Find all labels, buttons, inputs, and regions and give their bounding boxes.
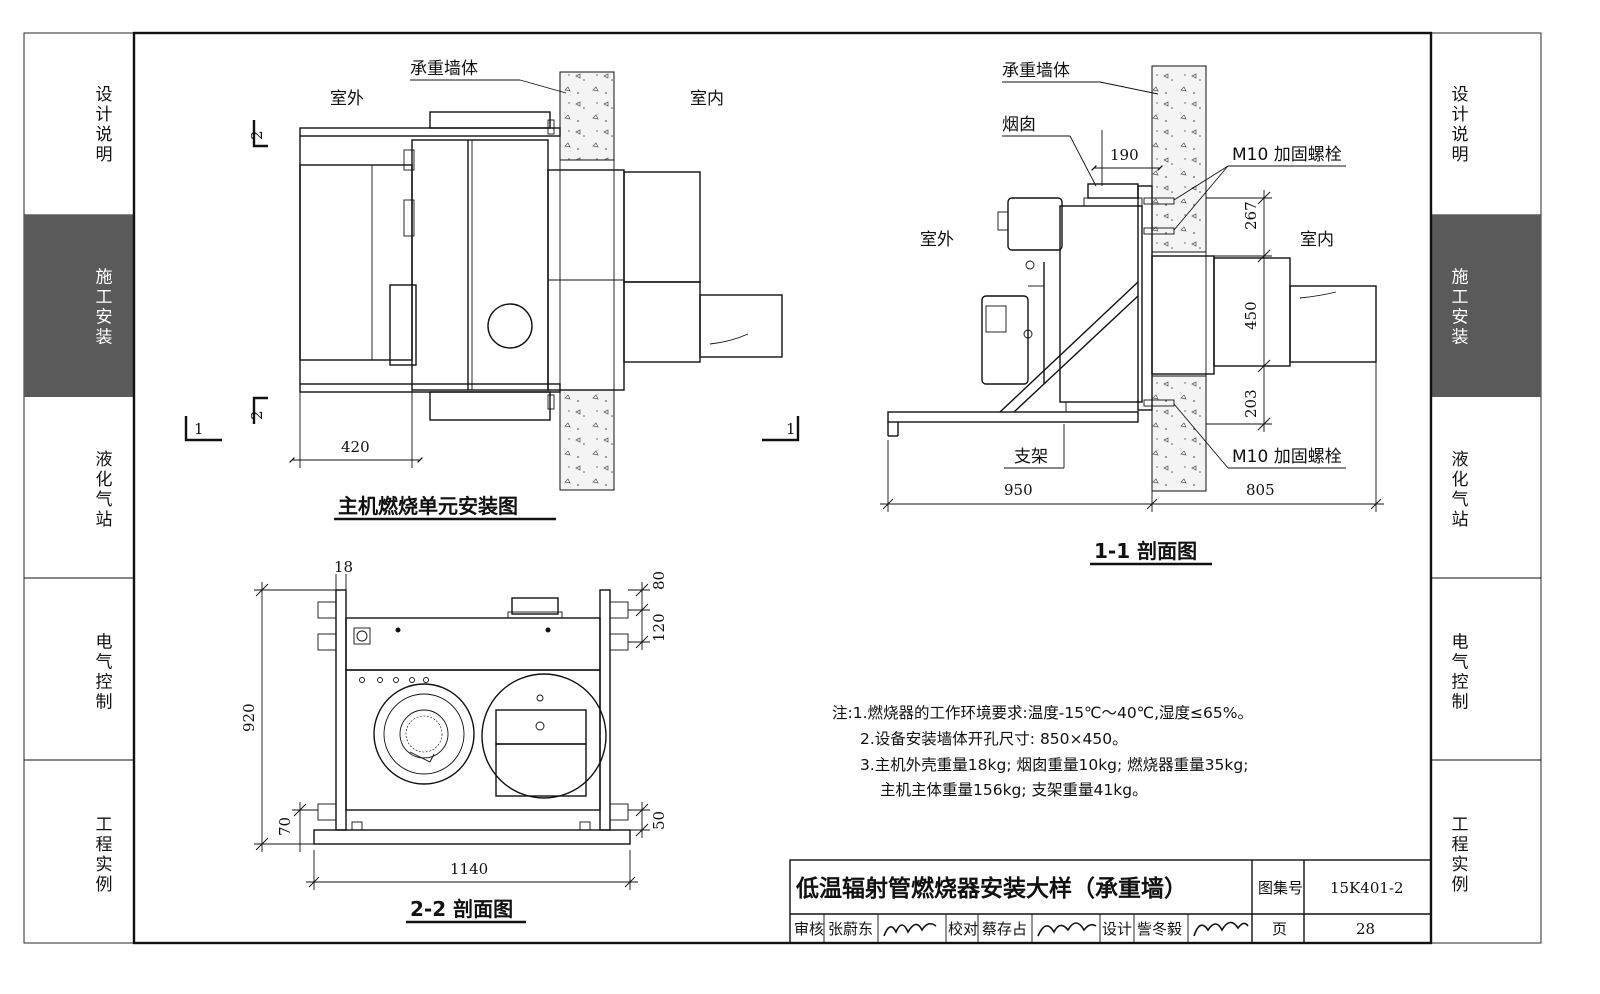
reviewer-signature (883, 922, 937, 937)
tab-label: 设计说明 (96, 85, 113, 165)
s22-dim-1140: 1140 (450, 860, 488, 878)
s11-wall-label: 承重墙体 (1002, 61, 1070, 81)
atlas-label: 图集号 (1258, 879, 1303, 897)
checker-signature (1037, 922, 1097, 937)
s22-dim-18: 18 (334, 558, 353, 576)
tab-label: 液化气站 (1452, 450, 1469, 530)
s11-chimney-label: 烟囱 (1002, 115, 1036, 135)
checker-name: 蔡存占 (982, 920, 1027, 938)
plan-outdoor-label: 室外 (330, 89, 364, 109)
note-line-3: 3.主机外壳重量18kg; 烟囱重量10kg; 燃烧器重量35kg; (860, 756, 1248, 774)
tab-lpg-station-left[interactable]: 液化气站 (96, 450, 113, 530)
s22-dim-120: 120 (650, 613, 668, 642)
s22-dim-50: 50 (650, 811, 668, 830)
designer-signature (1193, 921, 1249, 937)
s11-dim-190: 190 (1110, 146, 1139, 164)
atlas-number: 15K401-2 (1330, 879, 1404, 897)
s11-outdoor-label: 室外 (920, 230, 954, 250)
s11-dim-805: 805 (1246, 481, 1275, 499)
check-label: 校对 (948, 920, 978, 938)
tab-label: 施工安装 (1452, 268, 1469, 348)
section-2-2: 18 920 70 80 120 50 1140 2-2 剖面图 (240, 558, 668, 924)
tab-electrical-right[interactable]: 电气控制 (1452, 632, 1469, 712)
tab-design-notes-right[interactable]: 设计说明 (1452, 85, 1469, 165)
page-label: 页 (1272, 920, 1287, 938)
note-line-4: 主机主体重量156kg; 支架重量41kg。 (880, 781, 1148, 799)
s11-dim-450: 450 (1242, 301, 1260, 330)
tab-project-examples-right[interactable]: 工程实例 (1452, 815, 1469, 895)
s11-dim-203: 203 (1242, 389, 1260, 418)
note-line-2: 2.设备安装墙体开孔尺寸: 850×450。 (860, 730, 1128, 748)
tab-installation-left[interactable]: 施工安装 (96, 268, 113, 348)
designer-name: 訾冬毅 (1137, 920, 1182, 938)
plan-section-2-bottom: 2 (248, 410, 266, 420)
section-1-1-title: 1-1 剖面图 (1094, 539, 1197, 563)
notes: 注:1.燃烧器的工作环境要求:温度-15℃～40℃,湿度≤65%。 2.设备安装… (832, 703, 1253, 799)
tab-label: 电气控制 (1452, 632, 1469, 712)
note-line-1: 注:1.燃烧器的工作环境要求:温度-15℃～40℃,湿度≤65%。 (832, 703, 1253, 722)
tab-label: 施工安装 (96, 268, 113, 348)
plan-view: 承重墙体 室外 室内 2 2 1 1 420 主机燃烧单元安装图 (184, 59, 800, 521)
plan-view-title: 主机燃烧单元安装图 (338, 494, 518, 518)
s11-bracket-label: 支架 (1014, 447, 1048, 467)
tab-lpg-station-right[interactable]: 液化气站 (1452, 450, 1469, 530)
page-number: 28 (1356, 920, 1375, 938)
section-2-2-title: 2-2 剖面图 (410, 897, 513, 921)
s11-bolt-label-top: M10 加固螺栓 (1232, 145, 1342, 165)
side-tabs-right: 设计说明 施工安装 液化气站 电气控制 工程实例 (1430, 32, 1542, 944)
s11-dim-950: 950 (1004, 481, 1033, 499)
plan-section-2-top: 2 (248, 130, 266, 140)
tab-label: 电气控制 (96, 632, 113, 712)
side-tabs-left: 设计说明 施工安装 液化气站 电气控制 工程实例 (23, 32, 135, 944)
tab-installation-right[interactable]: 施工安装 (1452, 268, 1469, 348)
plan-wall-label: 承重墙体 (410, 59, 478, 79)
s11-indoor-label: 室内 (1300, 230, 1334, 250)
tab-electrical-left[interactable]: 电气控制 (96, 632, 113, 712)
tab-label: 液化气站 (96, 450, 113, 530)
review-label: 审核 (794, 920, 824, 938)
reviewer-name: 张蔚东 (828, 920, 873, 938)
plan-dim-420: 420 (341, 438, 370, 456)
title-block: 低温辐射管燃烧器安装大样（承重墙） 图集号 15K401-2 审核 张蔚东 校对… (789, 859, 1432, 944)
s11-bolt-label-bottom: M10 加固螺栓 (1232, 447, 1342, 467)
s22-dim-920: 920 (240, 703, 258, 732)
plan-section-1-left: 1 (194, 420, 204, 438)
drawing-title: 低温辐射管燃烧器安装大样（承重墙） (795, 875, 1187, 902)
plan-section-1-right: 1 (786, 420, 796, 438)
plan-indoor-label: 室内 (690, 89, 724, 109)
tab-project-examples-left[interactable]: 工程实例 (96, 815, 113, 895)
tab-label: 工程实例 (96, 815, 113, 895)
s11-dim-267: 267 (1242, 201, 1260, 230)
tab-label: 设计说明 (1452, 85, 1469, 165)
drawing-frame (132, 31, 1433, 945)
s22-dim-70: 70 (276, 817, 294, 836)
design-label: 设计 (1102, 920, 1132, 938)
section-1-1: 承重墙体 烟囱 室外 室内 支架 M10 加固螺栓 M10 加固螺栓 190 2… (880, 61, 1384, 566)
tab-label: 工程实例 (1452, 815, 1469, 895)
tab-design-notes-left[interactable]: 设计说明 (96, 85, 113, 165)
s22-dim-80: 80 (650, 571, 668, 590)
